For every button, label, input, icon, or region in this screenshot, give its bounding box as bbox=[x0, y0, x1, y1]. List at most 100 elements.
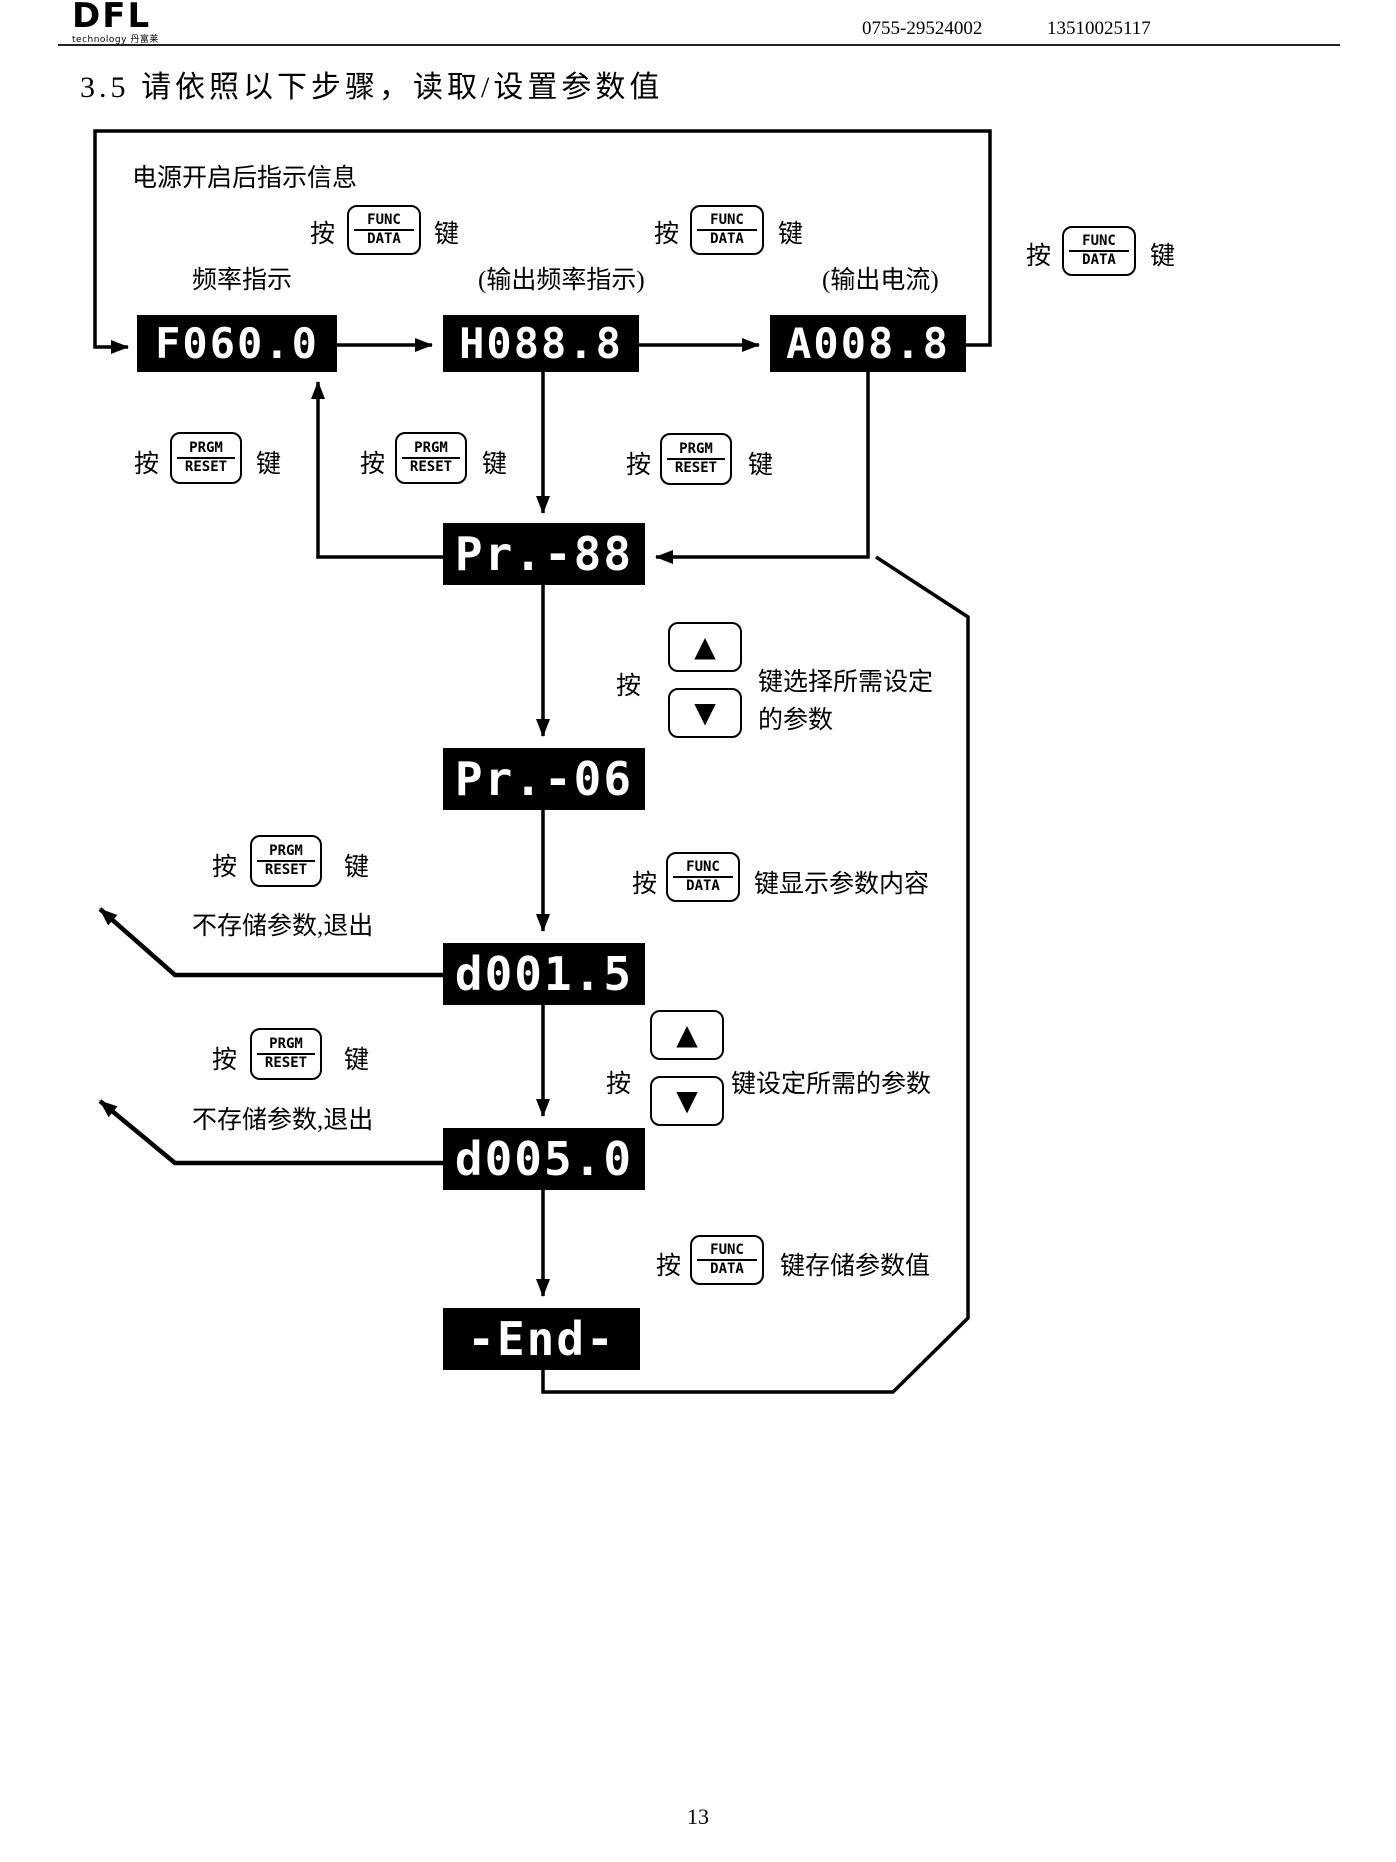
show-param-note: 键显示参数内容 bbox=[754, 871, 930, 898]
reset-label: RESET bbox=[184, 459, 228, 475]
phone-number-1: 0755-29524002 bbox=[862, 18, 983, 39]
data-label: DATA bbox=[710, 231, 744, 247]
press-label: 按 bbox=[616, 673, 642, 700]
press-label: 按 bbox=[606, 1071, 632, 1098]
prgm-reset-key-3: PRGM RESET bbox=[660, 433, 732, 485]
key-divider bbox=[256, 1053, 316, 1055]
header-divider bbox=[58, 44, 1340, 46]
key-label: 键 bbox=[344, 854, 370, 881]
key-label: 键 bbox=[1150, 243, 1176, 270]
select-param-note-line2: 的参数 bbox=[758, 707, 834, 734]
connector-current-loop-to-freq bbox=[93, 129, 992, 354]
press-label: 按 bbox=[360, 451, 386, 478]
reset-label: RESET bbox=[264, 1055, 308, 1071]
key-label: 键 bbox=[482, 451, 508, 478]
connector-end-loop-to-pr88 bbox=[541, 555, 970, 1394]
phone-number-2: 13510025117 bbox=[1047, 18, 1151, 39]
prgm-label: PRGM bbox=[269, 1036, 303, 1053]
prgm-label: PRGM bbox=[269, 843, 303, 860]
data-label: DATA bbox=[710, 1261, 744, 1277]
up-arrow-icon: ▲ bbox=[694, 630, 716, 663]
key-divider bbox=[176, 457, 236, 459]
func-label: FUNC bbox=[1082, 233, 1116, 250]
reset-label: RESET bbox=[409, 459, 453, 475]
no-save-exit-note-2: 不存储参数,退出 bbox=[192, 1107, 374, 1134]
key-divider bbox=[696, 1259, 758, 1261]
key-label: 键 bbox=[344, 1047, 370, 1074]
func-label: FUNC bbox=[710, 1242, 744, 1259]
press-label: 按 bbox=[310, 221, 336, 248]
prgm-label: PRGM bbox=[679, 441, 713, 458]
prgm-reset-key-2: PRGM RESET bbox=[395, 432, 467, 484]
freq-indication-label: 频率指示 bbox=[192, 267, 293, 294]
key-divider bbox=[1068, 250, 1130, 252]
no-save-exit-note-1: 不存储参数,退出 bbox=[192, 913, 374, 940]
key-label: 键 bbox=[778, 221, 804, 248]
data-label: DATA bbox=[1082, 252, 1116, 268]
prgm-reset-key-1: PRGM RESET bbox=[170, 432, 242, 484]
press-label: 按 bbox=[134, 451, 160, 478]
display-param-new-value: d005.0 bbox=[443, 1128, 645, 1190]
section-title: 3.5 请依照以下步骤，读取/设置参数值 bbox=[80, 71, 664, 104]
output-freq-label: (输出频率指示) bbox=[478, 267, 645, 294]
display-param-group: Pr.-88 bbox=[443, 523, 645, 585]
press-label: 按 bbox=[626, 452, 652, 479]
reset-label: RESET bbox=[264, 862, 308, 878]
power-on-info-label: 电源开启后指示信息 bbox=[132, 165, 358, 192]
press-label: 按 bbox=[654, 221, 680, 248]
key-divider bbox=[353, 229, 415, 231]
up-key-2: ▲ bbox=[650, 1010, 724, 1060]
func-data-key-1: FUNC DATA bbox=[347, 205, 421, 255]
key-divider bbox=[696, 229, 758, 231]
display-param-value: d001.5 bbox=[443, 943, 645, 1005]
key-label: 键 bbox=[256, 451, 282, 478]
display-output-current: A008.8 bbox=[770, 315, 966, 372]
prgm-label: PRGM bbox=[189, 440, 223, 457]
press-label: 按 bbox=[1026, 243, 1052, 270]
logo-text: DFL bbox=[72, 0, 152, 36]
select-param-note-line1: 键选择所需设定 bbox=[758, 669, 934, 696]
logo-subtext: technology 丹富莱 bbox=[72, 35, 159, 46]
key-divider bbox=[666, 458, 726, 460]
func-data-key-4: FUNC DATA bbox=[666, 852, 740, 902]
press-label: 按 bbox=[212, 1047, 238, 1074]
page-number: 13 bbox=[687, 1804, 709, 1829]
down-arrow-icon: ▼ bbox=[694, 696, 716, 729]
func-label: FUNC bbox=[686, 859, 720, 876]
func-data-key-5: FUNC DATA bbox=[690, 1235, 764, 1285]
key-divider bbox=[672, 876, 734, 878]
display-param-select: Pr.-06 bbox=[443, 748, 645, 810]
down-arrow-icon: ▼ bbox=[676, 1084, 698, 1117]
func-data-key-3: FUNC DATA bbox=[1062, 226, 1136, 276]
key-label: 键 bbox=[434, 221, 460, 248]
display-end: -End- bbox=[443, 1308, 640, 1370]
key-divider bbox=[256, 860, 316, 862]
key-divider bbox=[401, 457, 461, 459]
press-label: 按 bbox=[656, 1253, 682, 1280]
data-label: DATA bbox=[686, 878, 720, 894]
key-label: 键 bbox=[748, 452, 774, 479]
press-label: 按 bbox=[632, 871, 658, 898]
connector-current-to-pr88 bbox=[655, 372, 870, 564]
dfl-logo: DFL technology 丹富莱 bbox=[72, 0, 159, 45]
set-param-note: 键设定所需的参数 bbox=[731, 1071, 932, 1098]
func-label: FUNC bbox=[710, 212, 744, 229]
func-label: FUNC bbox=[367, 212, 401, 229]
press-label: 按 bbox=[212, 854, 238, 881]
display-output-freq: H088.8 bbox=[443, 315, 639, 372]
save-param-note: 键存储参数值 bbox=[780, 1253, 931, 1280]
up-key-1: ▲ bbox=[668, 622, 742, 672]
data-label: DATA bbox=[367, 231, 401, 247]
prgm-label: PRGM bbox=[414, 440, 448, 457]
connector-exit-no-save-1 bbox=[98, 907, 443, 978]
up-arrow-icon: ▲ bbox=[676, 1018, 698, 1051]
reset-label: RESET bbox=[674, 460, 718, 476]
down-key-2: ▼ bbox=[650, 1076, 724, 1126]
func-data-key-2: FUNC DATA bbox=[690, 205, 764, 255]
down-key-1: ▼ bbox=[668, 688, 742, 738]
output-current-label: (输出电流) bbox=[822, 267, 939, 294]
prgm-reset-key-5: PRGM RESET bbox=[250, 1028, 322, 1080]
display-freq: F060.0 bbox=[137, 315, 337, 372]
